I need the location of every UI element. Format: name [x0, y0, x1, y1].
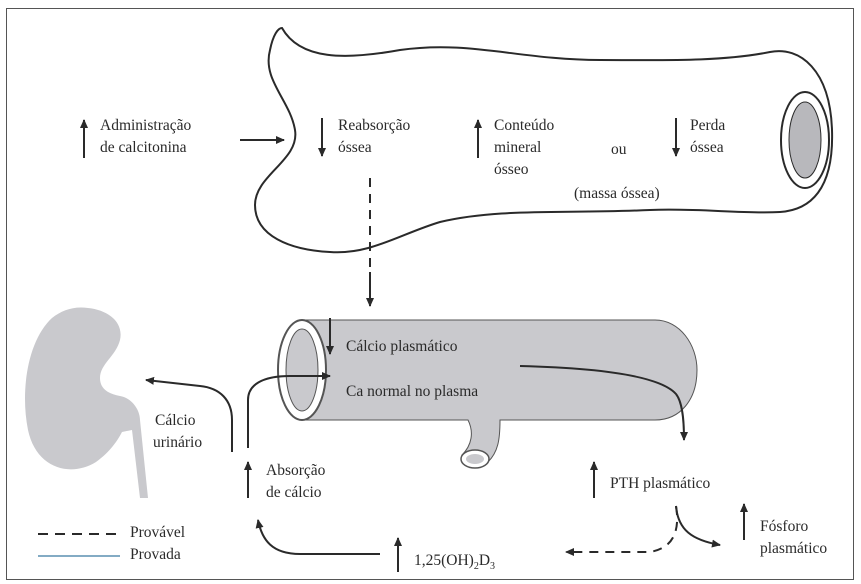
- label-ca-normal: Ca normal no plasma: [346, 383, 478, 401]
- label-perda-line2: óssea: [690, 139, 724, 157]
- arrow-vitd-to-absorcao: [258, 520, 380, 554]
- label-calcio-urinario-line2: urinário: [153, 434, 202, 452]
- legend-provavel-label: Provável: [130, 524, 185, 542]
- label-calcio-urinario-line1: Cálcio: [155, 412, 195, 430]
- label-admin-line1: Administração: [100, 117, 191, 135]
- label-massa-ossea: (massa óssea): [574, 185, 660, 203]
- label-admin-line2: de calcitonina: [100, 139, 187, 157]
- dashed-arrow-pth-to-vitd: [566, 506, 677, 552]
- label-vitamin-d: 1,25(OH)2D3: [414, 552, 495, 576]
- label-conteudo-line1: Conteúdo: [494, 117, 554, 135]
- label-fosforo-line2: plasmático: [760, 540, 827, 558]
- label-calcio-plasmatico: Cálcio plasmático: [346, 338, 457, 356]
- label-reabsorcao-line1: Reabsorção: [338, 117, 410, 135]
- label-conteudo-line2: mineral: [494, 139, 541, 157]
- label-ou: ou: [611, 141, 627, 159]
- arrow-pth-to-fosforo: [676, 506, 720, 545]
- label-conteudo-line3: ósseo: [494, 161, 528, 179]
- label-fosforo-line1: Fósforo: [760, 518, 808, 536]
- kidney-shape: [25, 307, 148, 498]
- label-pth-plasmatico: PTH plasmático: [610, 475, 710, 493]
- label-absorcao-line2: de cálcio: [266, 484, 322, 502]
- label-reabsorcao-line2: óssea: [338, 139, 372, 157]
- legend-provada-label: Provada: [130, 546, 181, 564]
- label-perda-line1: Perda: [690, 117, 725, 135]
- label-absorcao-line1: Absorção: [266, 462, 325, 480]
